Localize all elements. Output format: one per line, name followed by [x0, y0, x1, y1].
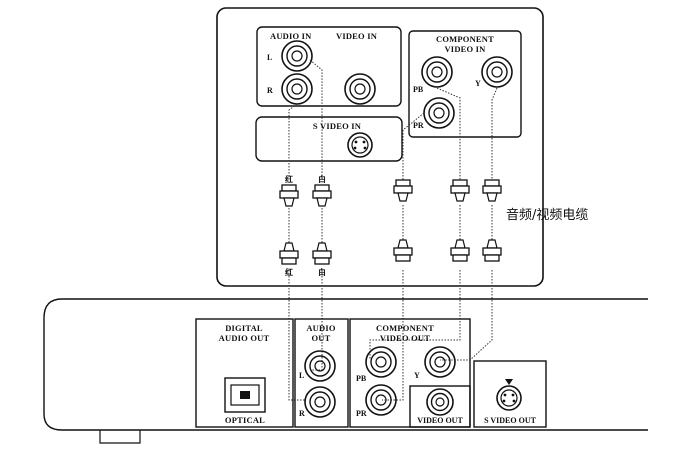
wire-pb: [369, 87, 461, 360]
tv-jack-r-label: R: [267, 86, 273, 95]
plug-lower-white-label: 白: [318, 267, 326, 277]
audio-video-in-box: [256, 26, 402, 107]
audio-out-label-2: OUT: [311, 333, 330, 343]
digital-audio-out-box: [195, 318, 294, 428]
cable-plugs-lower: 红 白: [279, 239, 502, 277]
tv-audio-l-jack[interactable]: [281, 40, 313, 72]
video-out-label: VIDEO OUT: [417, 416, 463, 425]
player-pb-label: PB: [356, 374, 367, 383]
tv-pb-jack[interactable]: [421, 56, 453, 88]
audio-out-label-1: AUDIO: [306, 323, 336, 333]
component-video-in-label-2: VIDEO IN: [444, 44, 486, 54]
audio-in-label: AUDIO IN: [270, 31, 312, 41]
player-audio-l-jack[interactable]: [304, 350, 336, 382]
plug-lower-pb: [450, 239, 470, 262]
plug-lower-red-label: 红: [285, 267, 293, 277]
plug-upper-y: [482, 179, 502, 202]
optical-label: OPTICAL: [225, 415, 265, 425]
player-rear-panel: DIGITAL AUDIO OUT OPTICAL AUDIO OUT L R …: [195, 318, 547, 428]
player-y-jack[interactable]: [424, 346, 456, 378]
video-in-label: VIDEO IN: [336, 31, 378, 41]
plug-upper-red-label: 红: [285, 174, 293, 184]
component-video-in-label-1: COMPONENT: [436, 34, 494, 44]
component-video-out-label-2: VIDEO OUT: [380, 333, 430, 343]
plug-lower-pr: [393, 239, 413, 262]
digital-audio-out-label-2: AUDIO OUT: [219, 333, 270, 343]
optical-port[interactable]: [224, 377, 266, 413]
player-video-out-jack[interactable]: [426, 388, 454, 416]
player-pr-jack[interactable]: [365, 384, 397, 416]
digital-audio-out-label-1: DIGITAL: [225, 323, 263, 333]
plug-lower-red: [279, 242, 299, 265]
s-video-out-box: [473, 360, 547, 428]
s-video-out-label: S VIDEO OUT: [484, 416, 537, 425]
s-video-in-label: S VIDEO IN: [313, 121, 362, 131]
cable-caption: 音频/视频电缆: [506, 207, 588, 223]
tv-y-label: Y: [475, 79, 481, 88]
plug-lower-white: [312, 242, 332, 265]
tv-jack-l-label: L: [267, 53, 272, 62]
s-video-out-marker-icon: [505, 379, 513, 385]
plug-upper-red: [279, 184, 299, 207]
cable-wires: [288, 59, 498, 401]
player-jack-r-label: R: [299, 409, 305, 418]
wire-pr: [382, 112, 425, 401]
tv-pb-label: PB: [413, 85, 424, 94]
plug-upper-pb: [450, 179, 470, 202]
player-jack-l-label: L: [299, 371, 304, 380]
audio-out-box: [294, 318, 349, 428]
plug-upper-white: [312, 184, 332, 207]
tv-pr-label: PR: [413, 121, 424, 130]
video-out-box: [409, 385, 471, 428]
component-video-out-label-1: COMPONENT: [376, 323, 434, 333]
tv-video-in-jack[interactable]: [344, 73, 376, 105]
tv-rear-panel: AUDIO IN VIDEO IN L R COMPONENT VIDEO IN: [216, 7, 544, 287]
player-audio-r-jack[interactable]: [304, 386, 336, 418]
plug-lower-y: [482, 239, 502, 262]
s-video-in-box: [255, 116, 403, 162]
plug-upper-pr: [393, 179, 413, 202]
player-chassis: [43, 298, 648, 444]
player-s-video-out-jack[interactable]: [496, 385, 522, 411]
tv-audio-r-jack[interactable]: [281, 73, 313, 105]
component-video-in-box: [408, 30, 522, 138]
player-y-label: Y: [414, 371, 420, 380]
player-pb-jack[interactable]: [365, 346, 397, 378]
tv-s-video-jack[interactable]: [347, 132, 373, 158]
tv-pr-jack[interactable]: [423, 97, 455, 129]
player-pr-label: PR: [356, 409, 367, 418]
wire-red: [288, 103, 306, 401]
cable-plugs-upper: 红 白: [279, 174, 502, 207]
tv-y-jack[interactable]: [481, 56, 513, 88]
plug-upper-white-label: 白: [318, 174, 326, 184]
